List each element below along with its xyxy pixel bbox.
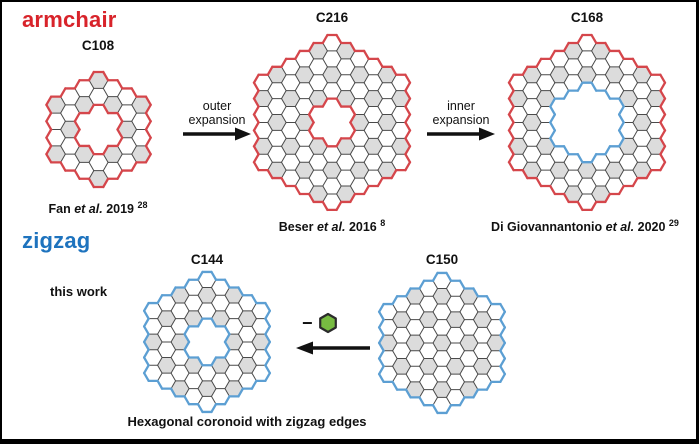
remove-benzene-arrow-icon <box>296 341 370 355</box>
citation-authors: Beser <box>278 220 314 235</box>
citation-ref: 28 <box>137 200 148 210</box>
benzene-hexagon-icon <box>318 312 337 334</box>
minus-benzene-group: − <box>302 312 339 334</box>
citation-authors: Fan <box>48 202 71 217</box>
citation-etal: et al. <box>74 202 103 217</box>
citation-year: 2019 <box>106 202 134 217</box>
molecule-structure-c144 <box>142 270 272 414</box>
citation-ref: 29 <box>668 218 679 228</box>
molecule-structure-c216 <box>252 33 412 212</box>
citation-year: 2016 <box>348 220 377 235</box>
molecule-structure-c168 <box>507 33 667 212</box>
molecule-label-c108: C108 <box>81 38 115 53</box>
citation-etal: et al. <box>316 220 346 235</box>
bottom-caption: Hexagonal coronoid with zigzag edges <box>127 414 367 429</box>
minus-sign: − <box>302 313 313 333</box>
molecule-label-c150: C150 <box>425 252 459 267</box>
citation-etal: et al. <box>605 220 635 235</box>
citation-c168: Di Giovannantonio et al. 2020 29 <box>470 218 696 235</box>
outer-expansion-label: outer expansion <box>188 99 246 127</box>
molecule-label-c216: C216 <box>315 10 349 25</box>
this-work-label: this work <box>50 284 108 299</box>
armchair-section-label: armchair <box>22 7 117 32</box>
citation-c216: Beser et al. 2016 8 <box>242 218 422 234</box>
citation-year: 2020 <box>637 220 666 235</box>
outer-expansion-arrow-icon <box>183 127 251 141</box>
molecule-structure-c150 <box>377 271 507 415</box>
molecule-label-c144: C144 <box>190 252 224 267</box>
molecule-structure-c108 <box>45 70 152 189</box>
zigzag-section-label: zigzag <box>22 228 91 253</box>
citation-ref: 8 <box>380 218 386 228</box>
citation-c108: Fan et al. 2019 28 <box>18 200 178 216</box>
inner-expansion-label: inner expansion <box>432 99 490 127</box>
inner-expansion-arrow-icon <box>427 127 495 141</box>
citation-authors: Di Giovannantonio <box>491 220 603 235</box>
molecule-label-c168: C168 <box>570 10 604 25</box>
